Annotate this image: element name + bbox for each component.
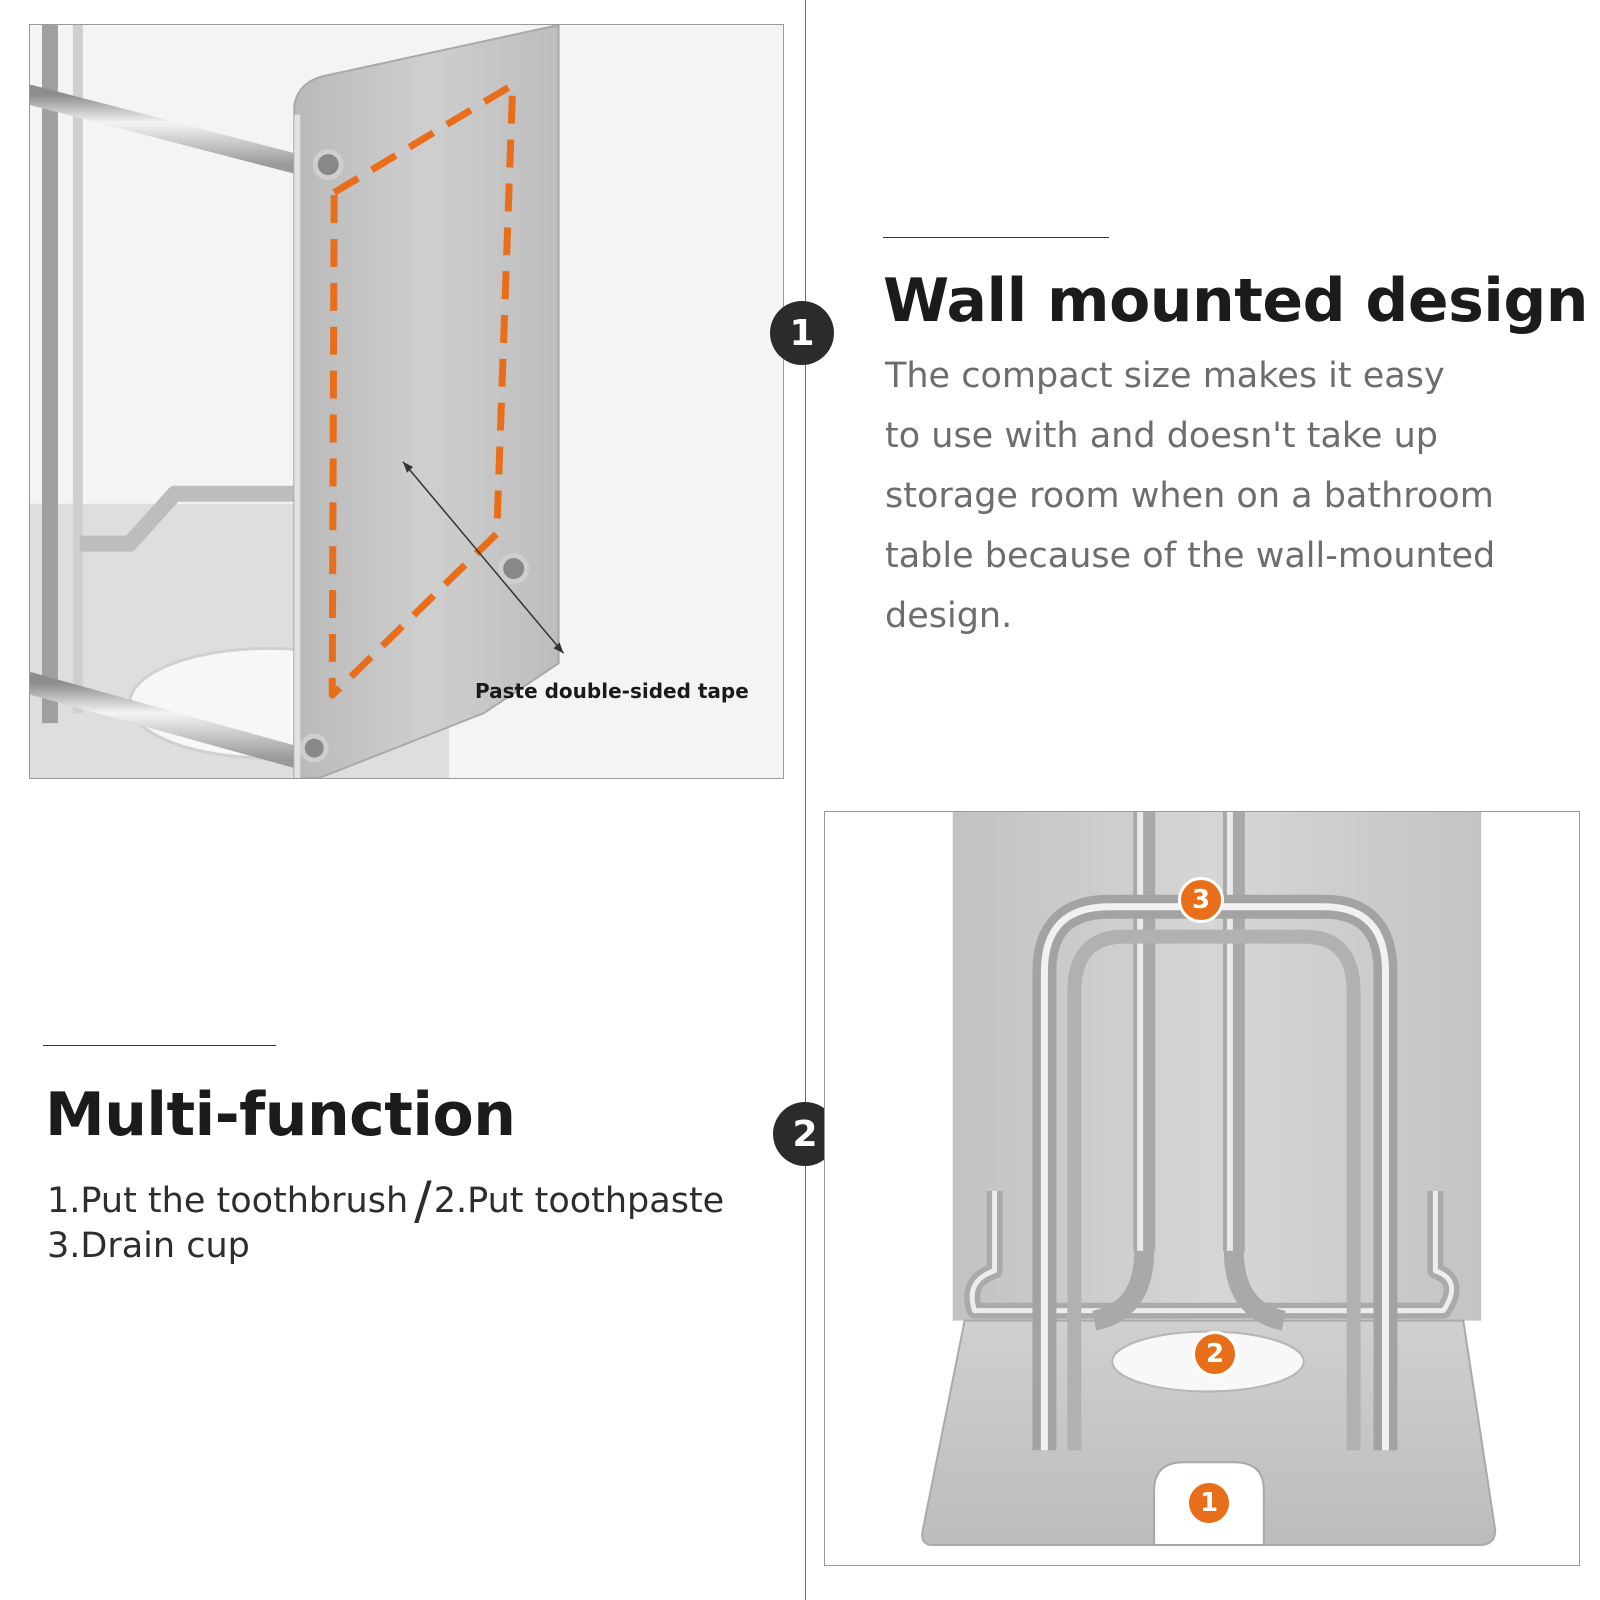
step-badge-1: 1	[770, 301, 834, 365]
wall-mounted-description: The compact size makes it easy to use wi…	[885, 346, 1495, 646]
description-line: to use with and doesn't take up	[885, 416, 1438, 456]
function-list-line-2: 3.Drain cup	[47, 1226, 250, 1266]
heading-rule-2	[43, 1045, 276, 1046]
list-separator: /	[414, 1171, 432, 1231]
heading-rule-1	[883, 237, 1109, 238]
multi-function-heading: Multi-function	[45, 1080, 516, 1150]
wall-mount-illustration	[30, 25, 783, 778]
marker-2-toothpaste: 2	[1192, 1331, 1238, 1377]
function-list-line-1: 1.Put the toothbrush/2.Put toothpaste	[47, 1171, 724, 1231]
center-divider	[805, 0, 806, 1600]
holder-front-photo: 3 2 1	[824, 811, 1580, 1566]
description-line: table because of the wall-mounted	[885, 536, 1496, 576]
holder-front-illustration	[825, 812, 1579, 1565]
function-item-toothbrush: 1.Put the toothbrush	[47, 1181, 409, 1221]
description-line: design.	[885, 596, 1013, 636]
description-line: storage room when on a bathroom	[885, 476, 1494, 516]
function-item-toothpaste: 2.Put toothpaste	[433, 1181, 725, 1221]
marker-1-toothbrush: 1	[1186, 1480, 1232, 1526]
wall-mount-photo: Paste double-sided tape	[29, 24, 784, 779]
marker-3-drain-cup: 3	[1178, 877, 1224, 923]
description-line: The compact size makes it easy	[885, 356, 1445, 396]
wall-mounted-heading: Wall mounted design	[883, 266, 1589, 336]
tape-callout-label: Paste double-sided tape	[475, 679, 749, 703]
